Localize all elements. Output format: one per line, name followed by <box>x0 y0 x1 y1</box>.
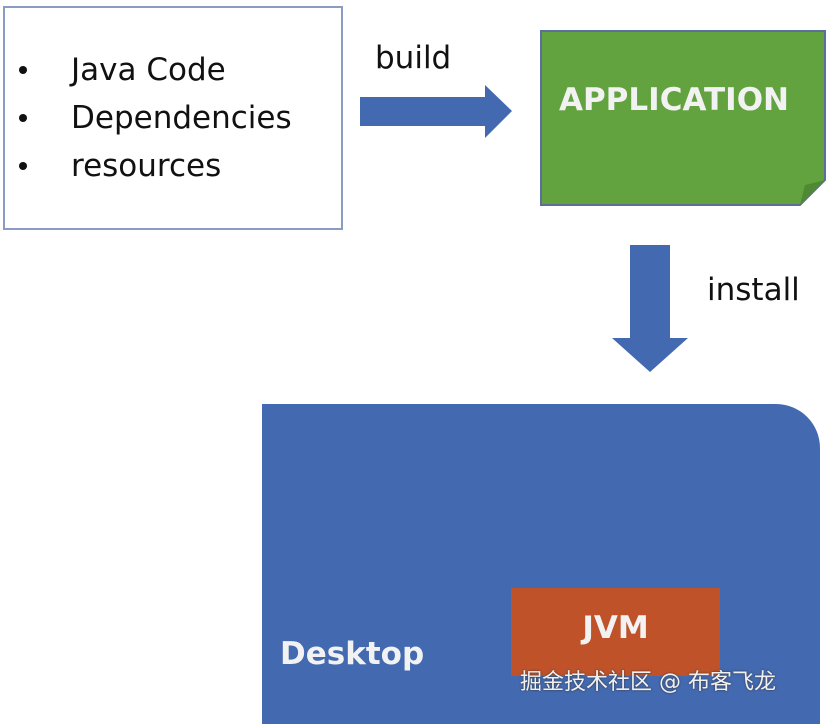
item-label: Dependencies <box>71 100 292 136</box>
item-label: resources <box>71 148 222 184</box>
jvm-label: JVM <box>582 610 649 646</box>
install-label: install <box>707 272 800 308</box>
install-arrow-icon <box>612 245 688 372</box>
folded-corner-icon <box>800 180 825 205</box>
bullet-icon <box>19 114 27 122</box>
desktop-label: Desktop <box>280 636 425 672</box>
bullet-icon <box>19 162 27 170</box>
list-item: Dependencies <box>19 94 292 142</box>
source-box: Java Code Dependencies resources <box>3 6 343 230</box>
build-arrow-icon <box>360 85 512 138</box>
watermark: 掘金技术社区 @ 布客飞龙 <box>520 670 776 695</box>
list-item: resources <box>19 142 292 190</box>
build-label: build <box>375 40 452 76</box>
jvm-box <box>511 588 720 676</box>
list-item: Java Code <box>19 46 292 94</box>
item-label: Java Code <box>71 52 226 88</box>
application-label: APPLICATION <box>558 82 790 118</box>
bullet-icon <box>19 66 27 74</box>
source-list: Java Code Dependencies resources <box>19 46 292 190</box>
application-box <box>540 30 826 206</box>
